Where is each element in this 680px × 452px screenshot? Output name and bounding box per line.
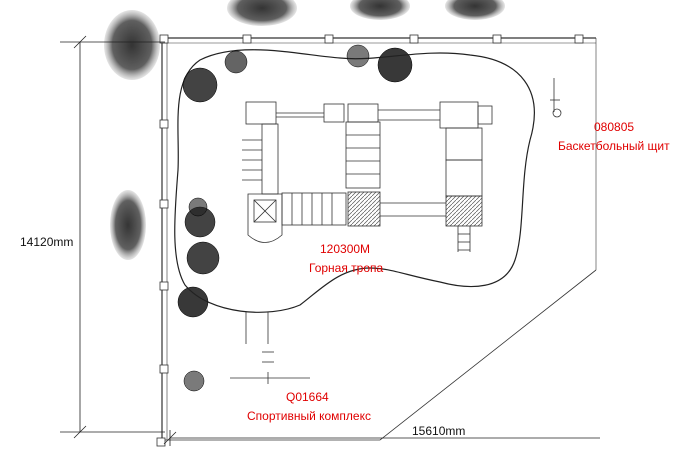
sports-complex-symbol [230,312,310,384]
width-dimension-label: 15610mm [412,424,466,438]
height-dimension-label: 14120mm [20,235,74,249]
basketball-code-label: 080805 [594,120,635,134]
playground-structure [242,101,493,252]
site-boundary [156,34,597,447]
sports-complex-code-label: Q01664 [286,390,329,404]
shrubs [177,44,413,392]
background-trees [104,0,505,260]
mountain-trail-name-label: Горная тропа [309,261,384,275]
basketball-name-label: Баскетбольный щит [558,139,670,153]
basketball-hoop-symbol [550,78,562,118]
mountain-trail-code-label: 120300M [320,242,371,256]
dimension-lines [60,35,600,446]
sports-complex-name-label: Спортивный комплекс [247,409,371,423]
